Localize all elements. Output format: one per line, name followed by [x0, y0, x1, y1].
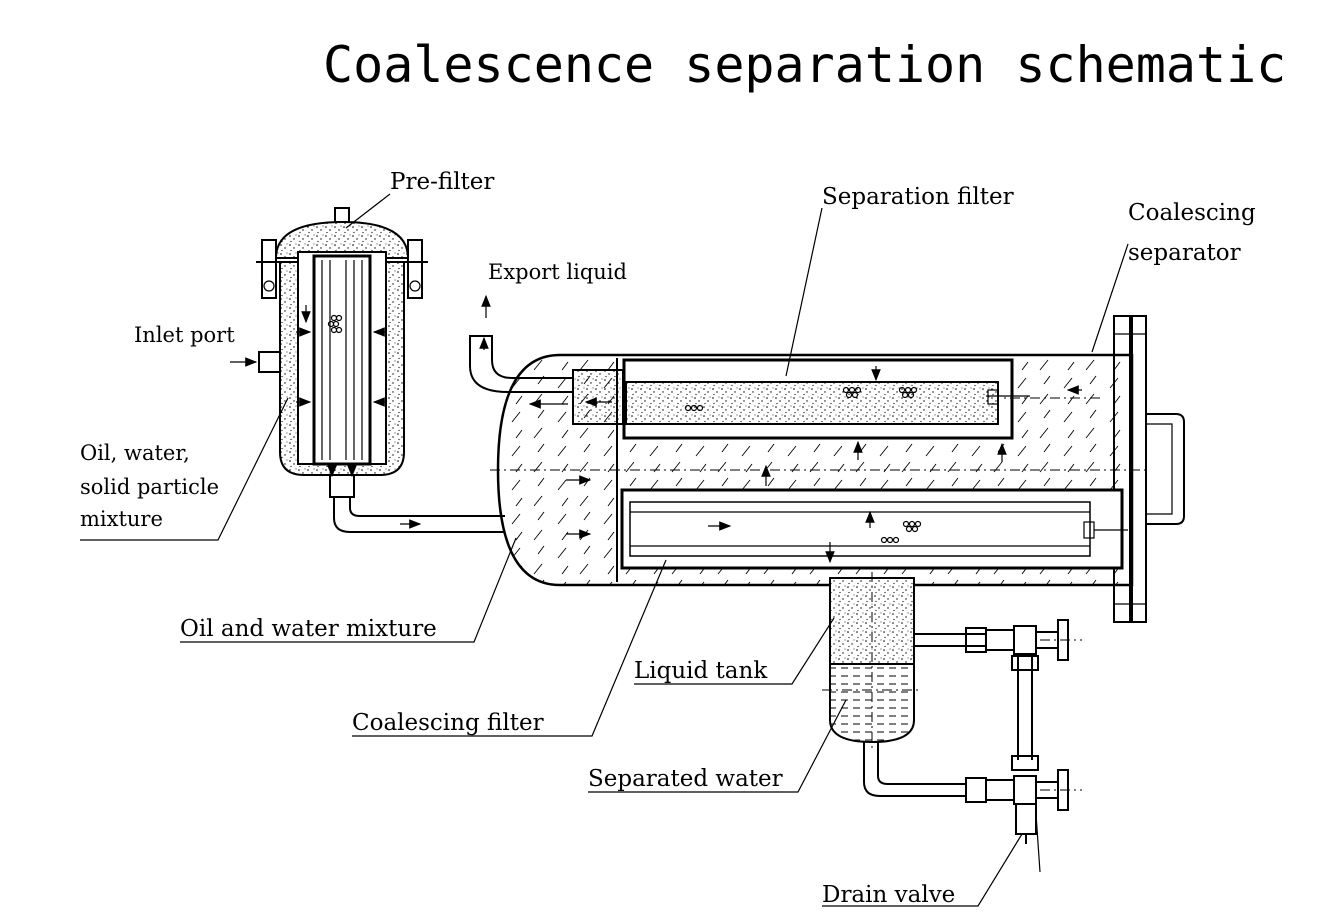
label-drain-valve: Drain valve — [822, 882, 955, 908]
inlet-nozzle — [258, 351, 281, 373]
label-coalescing-separator-2: separator — [1128, 240, 1241, 266]
label-oil-water-mixture: Oil and water mixture — [180, 616, 437, 642]
label-coalescing-separator-1: Coalescing — [1128, 200, 1256, 226]
drain-valve-body — [1015, 803, 1037, 835]
label-mixture-1: Oil, water, — [80, 441, 190, 465]
pre-filter-assembly — [230, 207, 428, 498]
labels: Pre-filter Separation filter Coalescing … — [80, 169, 1256, 908]
label-separation-filter: Separation filter — [822, 184, 1014, 210]
transfer-pipe — [333, 497, 505, 533]
label-pre-filter: Pre-filter — [390, 169, 494, 195]
label-mixture-3: mixture — [80, 507, 163, 531]
liquid-tank — [822, 572, 966, 797]
diagram-title: Coalescence separation schematic — [323, 36, 1286, 94]
label-liquid-tank: Liquid tank — [634, 658, 768, 684]
coalescing-separator-vessel — [490, 315, 1185, 623]
drain-piping — [914, 619, 1082, 873]
label-coalescing-filter: Coalescing filter — [352, 710, 544, 736]
label-export-liquid: Export liquid — [488, 260, 627, 284]
label-separated-water: Separated water — [588, 766, 783, 792]
label-inlet-port: Inlet port — [134, 323, 235, 347]
pre-filter-cartridge — [312, 254, 372, 466]
export-pipe — [469, 335, 573, 393]
label-mixture-2: solid particle — [80, 475, 219, 499]
